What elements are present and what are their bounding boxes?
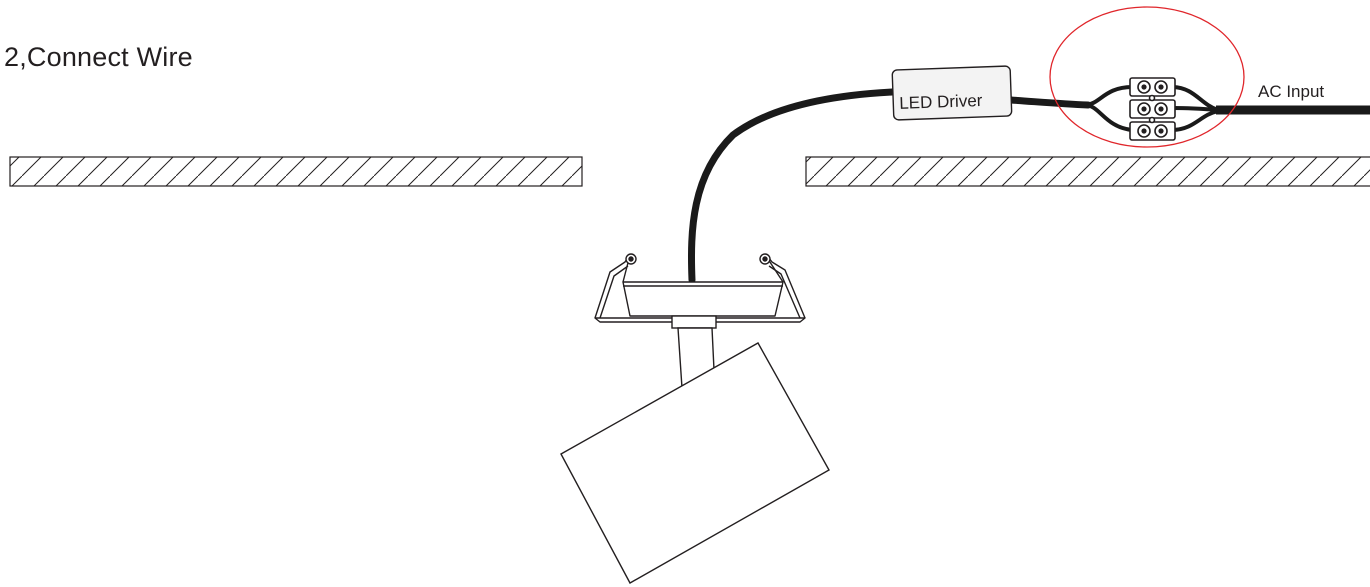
ceiling-left	[9, 156, 583, 187]
driver-output-cable	[1007, 96, 1092, 109]
connector-left-wires	[1084, 85, 1134, 132]
led-driver	[891, 65, 1013, 121]
connector-right-wires	[1171, 85, 1220, 132]
led-driver-label: LED Driver	[899, 91, 983, 113]
terminal-block	[1129, 77, 1176, 141]
ceiling-right	[805, 156, 1370, 187]
fixture-cable	[687, 88, 896, 284]
spotlight-head	[560, 342, 830, 584]
ac-input-label: AC Input	[1258, 82, 1324, 101]
connector-highlight-circle	[1049, 6, 1245, 148]
page-title: 2,Connect Wire	[4, 42, 193, 72]
fixture-trim	[594, 253, 806, 323]
